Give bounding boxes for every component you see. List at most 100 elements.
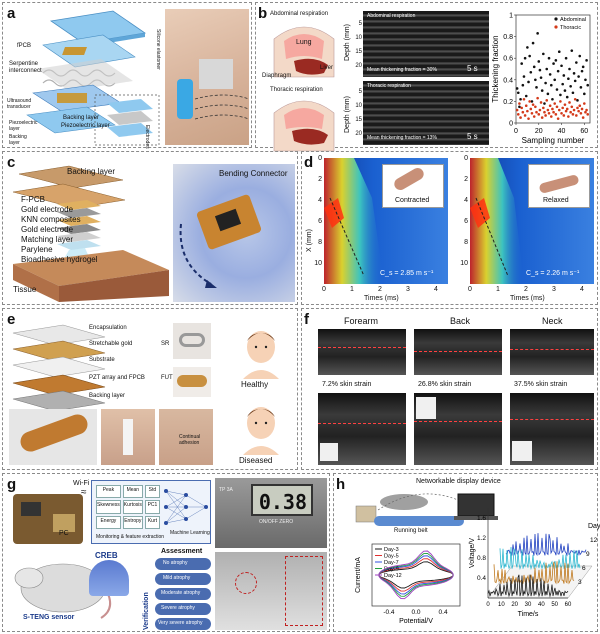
depth-ticks-1: 5 10 15 20 [352,15,362,77]
label-piezo-small: Piezoelectric layer [9,120,38,132]
data-point [580,107,584,111]
e-fut: FUT [161,375,173,381]
us-back-bottom [414,393,502,465]
panel-label-c: c [7,154,16,171]
x-tick-label: 0 [486,602,490,608]
f-strain3: 37.5% skin strain [514,381,568,388]
y-tick: 0 [318,155,322,162]
feature-cell: Energy [96,515,121,529]
data-point [542,106,545,110]
level-label: Severe atrophy [161,605,195,611]
g-monitoring: Monitoring & feature extraction [96,534,165,540]
data-point [530,111,534,115]
backing-layer-shape [18,165,124,189]
thoracic-title: Thoracic respiration [270,87,323,93]
data-point [573,79,577,83]
exploded-device-diagram [26,10,160,146]
depth-label-2: Depth (mm) [344,96,351,133]
x-tick: 2 [378,286,382,293]
legend-label: Day-7 [384,560,399,566]
data-point [562,74,566,77]
face-healthy [247,331,275,363]
legend-label: Abdominal [560,17,586,23]
g-pc: PC [59,530,69,537]
y-tick-label: 1 [509,13,513,20]
h-title: Networkable display device [416,478,501,485]
panel-label-g: g [7,476,17,493]
y-tick: 0 [464,155,468,162]
serpentine-layer [37,59,133,91]
healthy-face [243,331,279,379]
data-point [573,97,577,101]
legend-label: Day-5 [384,554,399,560]
abdominal-title: Abdominal respiration [270,11,329,17]
data-point [585,108,588,112]
digital-scale-photo: 0.38 TP 3A ON/OFF ZERO [215,478,327,548]
data-point [521,110,525,114]
inset-layer-2 [107,111,153,125]
panel-label-h: h [336,476,346,493]
y-tick-label: 1.2 [477,535,486,542]
diaphragm-label: Diaphragm [262,73,292,79]
data-point [528,100,531,103]
data-point [535,110,538,114]
data-point [577,109,580,113]
data-point [551,107,554,111]
feature-cell: Mean [122,485,143,499]
data-point [551,97,554,101]
data-point [536,32,539,35]
data-point [521,83,525,87]
data-point [544,81,547,85]
feature-cell: Entropy [122,515,143,529]
x-tick-label: 50 [551,602,558,608]
cs2-label: C_s = 2.26 m s⁻¹ [526,270,580,277]
ultrasound-abdominal: Abdominal respiration Mean thickening fr… [363,11,489,77]
curled-device-shape [17,411,91,455]
depth-tick: 10 [355,103,362,109]
data-point [534,105,537,109]
plot-frame [515,14,591,124]
e-backing: Backing layer [89,393,126,399]
c-gold1: Gold electrode [21,205,74,214]
contracted-label: Contracted [395,197,430,204]
rat-illustration [14,563,112,619]
label-silicone: Silicone elastomer [155,29,161,70]
data-point [519,97,522,101]
d-ylabel: X (mm) [306,229,313,252]
y-tick-label: 0.8 [503,34,513,41]
data-point [528,54,531,58]
e-sr: SR [161,341,170,347]
matching-shape [57,224,101,234]
heatmap-wave-2 [470,158,524,284]
depth-tick: 15 [355,117,362,123]
depth-tick: 20 [355,131,362,137]
data-point [529,70,533,74]
level-item: Severe atrophy [155,603,211,615]
data-point [563,89,567,92]
device-on-skin [177,79,193,119]
x-tick: 2 [524,286,528,293]
us2-scale: 5 s [467,132,478,141]
day-tick-label: 3 [578,579,582,586]
data-point [520,106,523,110]
data-point [567,115,570,118]
label-electrodes: Electrodes [144,125,150,149]
gold-layer [12,340,106,362]
bend-arrow [179,223,217,288]
data-point [557,108,561,112]
skin-line [510,349,594,350]
depth-tick: 15 [355,49,362,55]
data-point [516,91,520,95]
panel-g: g Wi-Fi ≈ PC Peak Mean Std Skewness Kurt… [2,473,330,632]
data-point [555,105,559,109]
data-point [520,62,523,65]
bent-device-shape [179,333,205,347]
day-tick-label: 6 [582,565,586,572]
data-point [532,115,536,118]
x-tick-label: 60 [580,128,588,135]
us2-note: Mean thickening fraction = 13% [367,135,437,141]
inset-box [94,94,160,146]
data-point [556,69,560,73]
data-point [547,56,551,60]
